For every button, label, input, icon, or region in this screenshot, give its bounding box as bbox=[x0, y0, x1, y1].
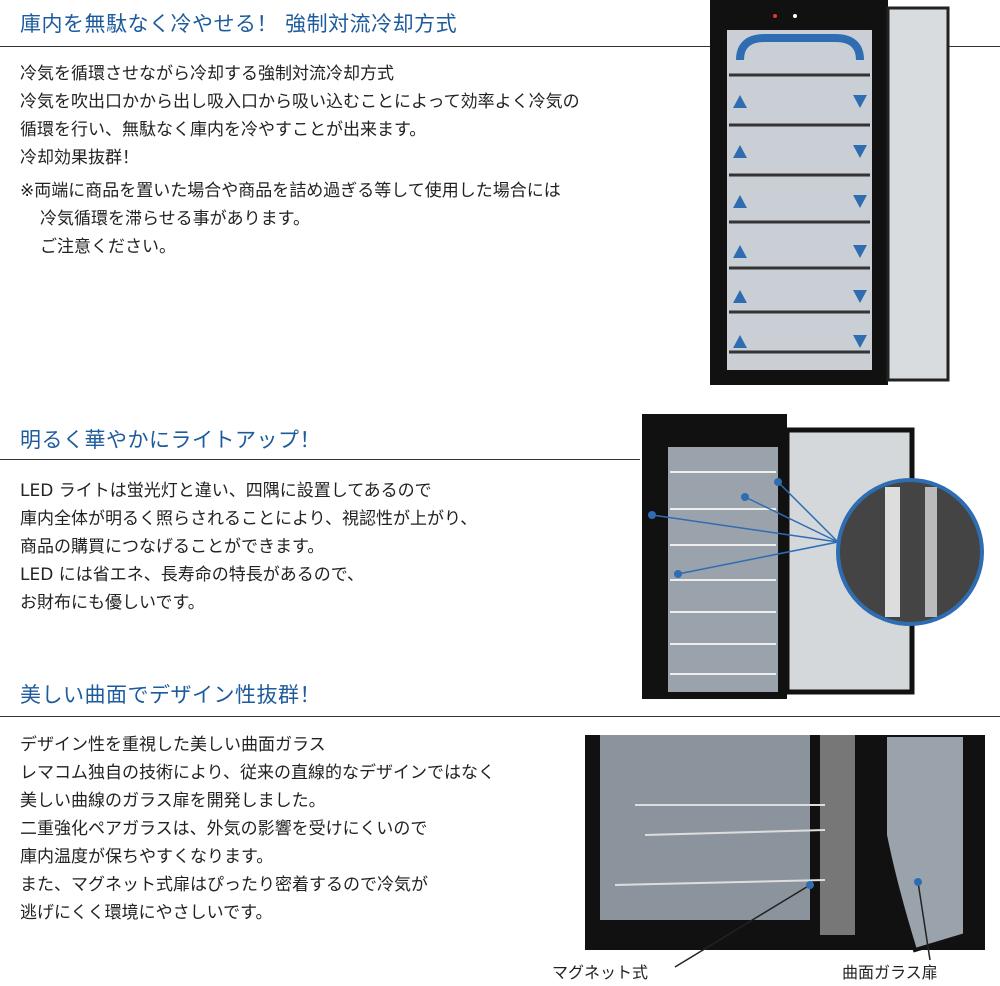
text-line: レマコム独自の技術により、従来の直線的なデザインではなく bbox=[20, 763, 495, 783]
lighting-description: LED ライトは蛍光灯と違い、四隅に設置してあるので 庫内全体が明るく照らされる… bbox=[20, 477, 477, 617]
section-heading-design: 美しい曲面でデザイン性抜群！ bbox=[20, 683, 321, 707]
fridge-airflow-image bbox=[710, 0, 950, 385]
text-line: デザイン性を重視した美しい曲面ガラス bbox=[20, 735, 326, 755]
section-heading-cooling: 庫内を無駄なく冷やせる！ 強制対流冷却方式 bbox=[20, 12, 458, 36]
text-line: LED ライトは蛍光灯と違い、四隅に設置してあるので bbox=[20, 481, 432, 501]
airflow-arrows bbox=[733, 95, 867, 348]
text-line: 庫内全体が明るく照らされることにより、視認性が上がり、 bbox=[20, 509, 478, 529]
curved-door-image bbox=[585, 735, 985, 968]
caption-magnetic: マグネット式 bbox=[552, 963, 649, 982]
text-line: 冷気循環を滞らせる事があります。 bbox=[40, 209, 310, 229]
divider bbox=[0, 459, 640, 460]
text-line: 循環を行い、無駄なく庫内を冷やすことが出来ます。 bbox=[20, 120, 427, 140]
text-line: 冷却効果抜群！ bbox=[20, 148, 139, 168]
divider bbox=[0, 46, 1000, 47]
text-line: 美しい曲線のガラス扉を開発しました。 bbox=[20, 791, 326, 811]
text-line: 冷気を循環させながら冷却する強制対流冷却方式 bbox=[20, 64, 394, 84]
text-line: また、マグネット式扉はぴったり密着するので冷気が bbox=[20, 875, 428, 895]
divider bbox=[0, 716, 1000, 717]
text-line: 商品の購買につなげることができます。 bbox=[20, 537, 325, 557]
text-line: 逃げにくく環境にやさしいです。 bbox=[20, 903, 273, 923]
text-line: お財布にも優しいです。 bbox=[20, 593, 205, 613]
design-description: デザイン性を重視した美しい曲面ガラス レマコム独自の技術により、従来の直線的なデ… bbox=[20, 731, 495, 927]
caption-curved-glass-door: 曲面ガラス扉 bbox=[842, 963, 938, 982]
fridge-led-image bbox=[642, 414, 984, 699]
text-line: ご注意ください。 bbox=[40, 237, 176, 257]
text-line: 庫内温度が保ちやすくなります。 bbox=[20, 847, 274, 867]
cooling-description: 冷気を循環させながら冷却する強制対流冷却方式 冷気を吹出口かから出し吸入口から吸… bbox=[20, 60, 580, 172]
text-line: ※両端に商品を置いた場合や商品を詰め過ぎる等して使用した場合には bbox=[20, 181, 561, 201]
text-line: 冷気を吹出口かから出し吸入口から吸い込むことによって効率よく冷気の bbox=[20, 92, 580, 112]
text-line: 二重強化ペアガラスは、外気の影響を受けにくいので bbox=[20, 819, 428, 839]
cooling-note: ※両端に商品を置いた場合や商品を詰め過ぎる等して使用した場合には 冷気循環を滞ら… bbox=[20, 177, 561, 261]
text-line: LED には省エネ、長寿命の特長があるので、 bbox=[20, 565, 365, 585]
led-closeup bbox=[836, 478, 984, 626]
section-heading-lighting: 明るく華やかにライトアップ！ bbox=[20, 428, 321, 452]
